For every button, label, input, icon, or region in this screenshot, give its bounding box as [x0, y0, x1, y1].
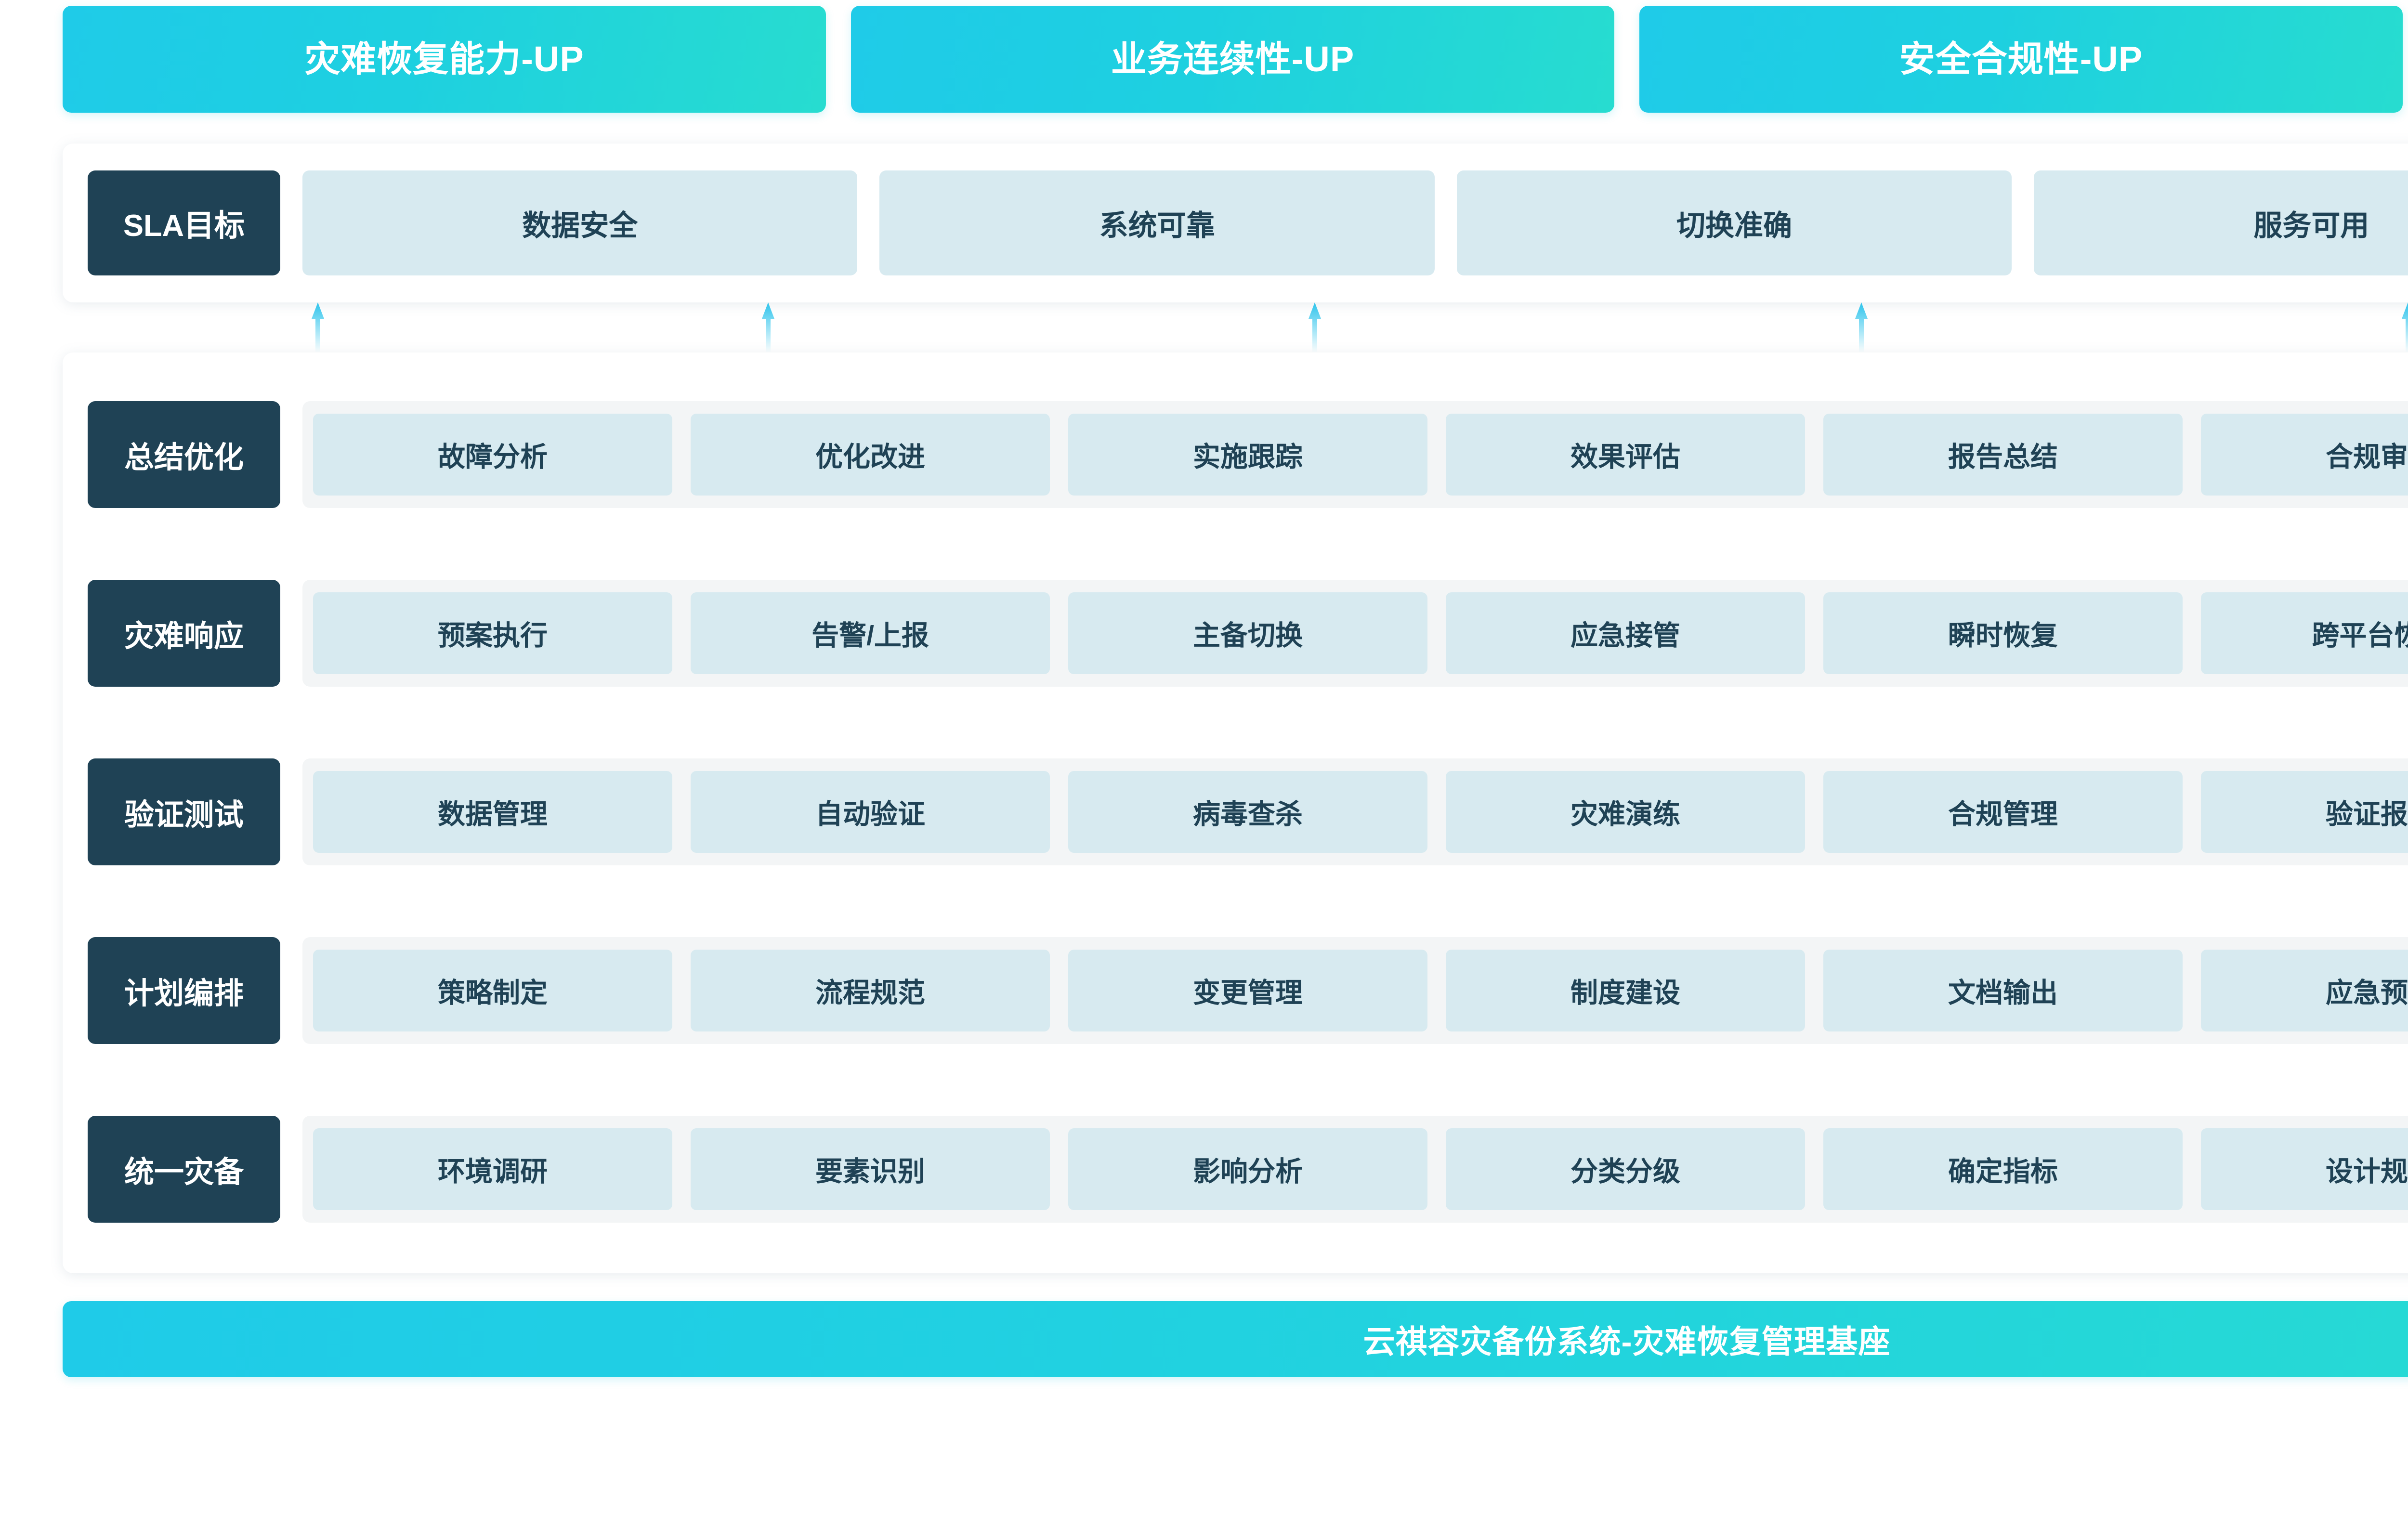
- base-platform-label: 云祺容灾备份系统-灾难恢复管理基座: [1363, 1324, 1891, 1359]
- phase-cell: 跨平台恢复: [2201, 592, 2408, 674]
- phase-cell: 效果评估: [1446, 413, 1805, 496]
- benefit-label: 灾难恢复能力-UP: [304, 39, 584, 79]
- phase-cell: 合规审计: [2201, 413, 2408, 496]
- up-arrow-icon: [2402, 302, 2408, 352]
- phase-cell-track: 预案执行 告警/上报 主备切换 应急接管 瞬时恢复 跨平台恢复 并发恢复: [302, 579, 2408, 687]
- phase-cell: 策略制定: [313, 950, 672, 1032]
- phase-row: 总结优化 故障分析 优化改进 实施跟踪 效果评估 报告总结 合规审计 持续监控: [88, 372, 2408, 537]
- phase-matrix-panel: 总结优化 故障分析 优化改进 实施跟踪 效果评估 报告总结 合规审计 持续监控 …: [63, 352, 2408, 1273]
- phase-cell-track: 策略制定 流程规范 变更管理 制度建设 文档输出 应急预案 人员培训: [302, 937, 2408, 1044]
- phase-cell-track: 环境调研 要素识别 影响分析 分类分级 确定指标 设计规划 分级保护: [302, 1116, 2408, 1223]
- phase-cell: 流程规范: [691, 950, 1050, 1032]
- phase-row: 验证测试 数据管理 自动验证 病毒查杀 灾难演练 合规管理 验证报告 可视化监控: [88, 729, 2408, 894]
- phase-cell: 应急接管: [1446, 592, 1805, 674]
- phase-cell: 预案执行: [313, 592, 672, 674]
- phase-cell: 文档输出: [1823, 950, 2183, 1032]
- phase-name: 统一灾备: [88, 1116, 280, 1223]
- up-arrow-icon: [762, 302, 774, 352]
- phase-cell: 实施跟踪: [1068, 413, 1427, 496]
- benefit-label: 业务连续性-UP: [1111, 39, 1355, 79]
- arrow-connector-strip: [63, 302, 2408, 352]
- benefit-banner-row: 灾难恢复能力-UP 业务连续性-UP 安全合规性-UP 灾难建设成本-Down: [63, 6, 2408, 113]
- up-arrow-icon: [1855, 302, 1868, 352]
- phase-cell: 报告总结: [1823, 413, 2183, 496]
- phase-row: 统一灾备 环境调研 要素识别 影响分析 分类分级 确定指标 设计规划 分级保护: [88, 1087, 2408, 1252]
- phase-cell: 确定指标: [1823, 1128, 2183, 1211]
- phase-row: 计划编排 策略制定 流程规范 变更管理 制度建设 文档输出 应急预案 人员培训: [88, 908, 2408, 1073]
- phase-name: 计划编排: [88, 937, 280, 1044]
- phase-name: 验证测试: [88, 758, 280, 865]
- phase-cell: 瞬时恢复: [1823, 592, 2183, 674]
- phase-cell: 验证报告: [2201, 771, 2408, 853]
- phase-cell-track: 故障分析 优化改进 实施跟踪 效果评估 报告总结 合规审计 持续监控: [302, 401, 2408, 508]
- phase-cell: 要素识别: [691, 1128, 1050, 1211]
- phase-cell: 灾难演练: [1446, 771, 1805, 853]
- up-arrow-icon: [312, 302, 324, 352]
- phase-cell: 分类分级: [1446, 1128, 1805, 1211]
- phase-row: 灾难响应 预案执行 告警/上报 主备切换 应急接管 瞬时恢复 跨平台恢复 并发恢…: [88, 550, 2408, 716]
- phase-cell: 环境调研: [313, 1128, 672, 1211]
- phase-cell: 变更管理: [1068, 950, 1427, 1032]
- sla-panel: SLA目标 数据安全 系统可靠 切换准确 服务可用 业务持续: [63, 144, 2408, 302]
- phase-cell: 影响分析: [1068, 1128, 1427, 1211]
- phase-cell: 数据管理: [313, 771, 672, 853]
- sla-item: 系统可靠: [879, 170, 1435, 275]
- phase-cell: 告警/上报: [691, 592, 1050, 674]
- phase-name: 灾难响应: [88, 579, 280, 687]
- benefit-card: 安全合规性-UP: [1639, 6, 2403, 113]
- phase-cell: 自动验证: [691, 771, 1050, 853]
- phase-cell: 制度建设: [1446, 950, 1805, 1032]
- base-platform-banner: 云祺容灾备份系统-灾难恢复管理基座: [63, 1301, 2408, 1377]
- phase-name: 总结优化: [88, 401, 280, 508]
- phase-cell: 应急预案: [2201, 950, 2408, 1032]
- benefit-label: 安全合规性-UP: [1899, 39, 2143, 79]
- sla-item: 服务可用: [2034, 170, 2408, 275]
- sla-item: 数据安全: [302, 170, 858, 275]
- up-arrow-icon: [1309, 302, 1321, 352]
- sla-item: 切换准确: [1456, 170, 2012, 275]
- phase-cell: 设计规划: [2201, 1128, 2408, 1211]
- phase-rows: 总结优化 故障分析 优化改进 实施跟踪 效果评估 报告总结 合规审计 持续监控 …: [88, 372, 2408, 1252]
- phase-cell: 合规管理: [1823, 771, 2183, 853]
- sla-panel-title: SLA目标: [88, 170, 280, 275]
- phase-cell: 优化改进: [691, 413, 1050, 496]
- phase-cell: 主备切换: [1068, 592, 1427, 674]
- benefit-card: 业务连续性-UP: [851, 6, 1614, 113]
- phase-cell: 病毒查杀: [1068, 771, 1427, 853]
- benefit-card: 灾难恢复能力-UP: [63, 6, 826, 113]
- phase-cell: 故障分析: [313, 413, 672, 496]
- phase-cell-track: 数据管理 自动验证 病毒查杀 灾难演练 合规管理 验证报告 可视化监控: [302, 758, 2408, 865]
